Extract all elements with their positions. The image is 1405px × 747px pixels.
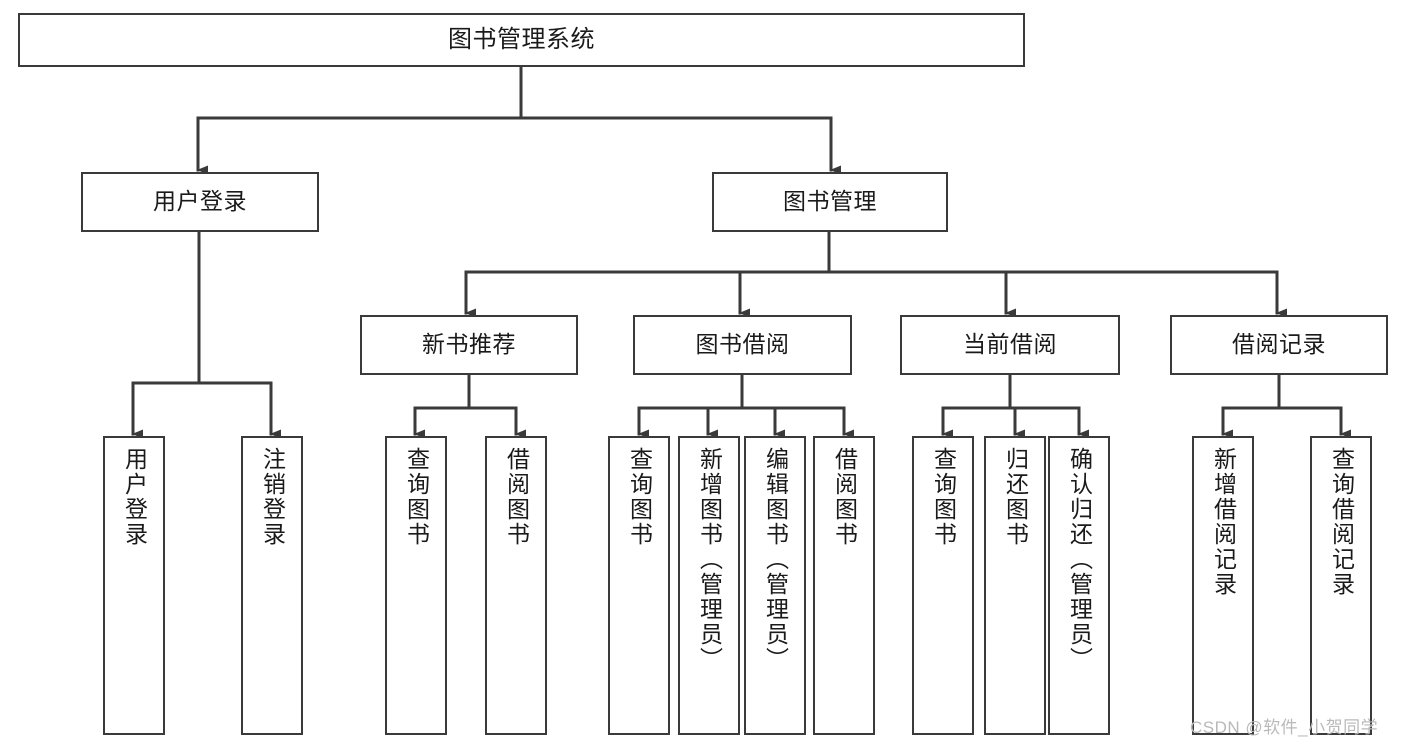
- node-root[interactable]: 图书管理系统: [18, 13, 1025, 67]
- node-label: 当前借阅: [963, 331, 1057, 358]
- node-leaf-query-book-2[interactable]: 查询图书: [608, 436, 670, 735]
- node-leaf-add-record[interactable]: 新增借阅记录: [1192, 436, 1254, 735]
- node-leaf-logout[interactable]: 注销登录: [241, 436, 303, 735]
- node-label: 用户登录: [121, 447, 148, 547]
- node-new-book-recommend[interactable]: 新书推荐: [360, 315, 578, 375]
- node-leaf-borrow-book-1[interactable]: 借阅图书: [485, 436, 547, 735]
- node-label: 图书管理系统: [448, 25, 595, 53]
- node-user-login[interactable]: 用户登录: [81, 172, 319, 232]
- node-label: 借阅图书: [831, 447, 858, 547]
- node-label: 查询图书: [930, 447, 957, 547]
- node-label: 借阅记录: [1232, 331, 1326, 358]
- node-label: 借阅图书: [503, 447, 530, 547]
- node-label: 图书管理: [783, 188, 877, 215]
- connector-lines: [131, 65, 1351, 439]
- node-leaf-borrow-book-2[interactable]: 借阅图书: [813, 436, 875, 735]
- node-borrow-record[interactable]: 借阅记录: [1170, 315, 1388, 375]
- node-label: 新增借阅记录: [1210, 447, 1237, 597]
- node-label: 新增图书（管理员）: [696, 447, 723, 672]
- node-label: 查询图书: [626, 447, 653, 547]
- node-label: 确认归还（管理员）: [1066, 447, 1093, 672]
- node-leaf-add-book[interactable]: 新增图书（管理员）: [678, 436, 740, 735]
- node-leaf-confirm-return[interactable]: 确认归还（管理员）: [1048, 436, 1110, 735]
- node-leaf-query-record[interactable]: 查询借阅记录: [1310, 436, 1372, 735]
- node-label: 编辑图书（管理员）: [762, 447, 789, 672]
- node-label: 注销登录: [259, 447, 286, 547]
- node-label: 归还图书: [1002, 447, 1029, 547]
- node-label: 查询图书: [403, 447, 430, 547]
- node-current-borrow[interactable]: 当前借阅: [900, 315, 1120, 375]
- node-label: 用户登录: [153, 188, 247, 215]
- node-leaf-query-book-3[interactable]: 查询图书: [912, 436, 974, 735]
- node-label: 新书推荐: [422, 331, 516, 358]
- node-leaf-query-book-1[interactable]: 查询图书: [385, 436, 447, 735]
- node-leaf-edit-book[interactable]: 编辑图书（管理员）: [744, 436, 806, 735]
- node-label: 图书借阅: [695, 331, 790, 358]
- node-leaf-return-book[interactable]: 归还图书: [984, 436, 1046, 735]
- node-book-manage[interactable]: 图书管理: [712, 172, 948, 232]
- node-label: 查询借阅记录: [1328, 447, 1355, 597]
- node-leaf-user-login[interactable]: 用户登录: [103, 436, 165, 735]
- node-book-borrow[interactable]: 图书借阅: [633, 315, 852, 375]
